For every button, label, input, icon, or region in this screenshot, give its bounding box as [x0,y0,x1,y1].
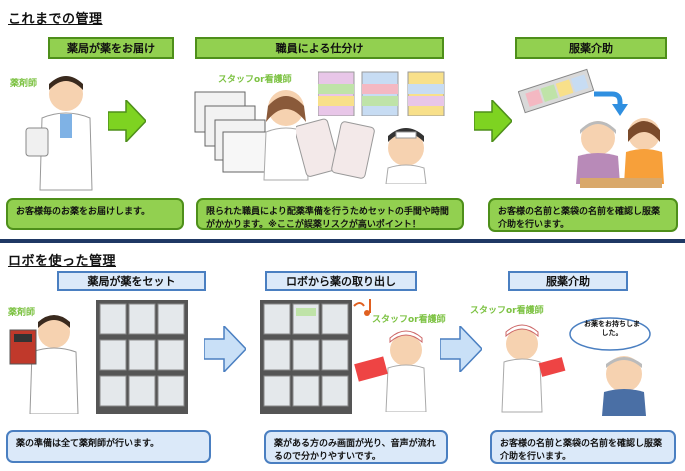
top-step3-desc: お客様の名前と薬袋の名前を確認し服薬介助を行います。 [488,198,678,232]
bottom-section-title: ロボを使った管理 [8,254,117,269]
worried-nurse-illustration [385,128,427,184]
bottom-step2-header: ロボから薬の取り出し [265,271,417,291]
medication-assist-illustration [576,118,664,188]
top-step1-desc: お客様毎のお薬をお届けします。 [6,198,184,230]
medication-sheets-illustration [194,91,272,173]
bottom-staff-robot-label: スタッフor看護師 [372,315,446,325]
section-divider [0,239,685,243]
top-arrow-1 [108,100,146,142]
pharmacist-with-box-illustration [9,315,79,414]
top-step2-header: 職員による仕分け [195,37,444,59]
robot-cabinet-lit-illustration [260,300,352,414]
top-arrow-2 [474,100,512,142]
music-note-icon [353,299,371,316]
bottom-step1-header: 薬局が薬をセット [57,271,206,291]
speech-bubble-text: お薬をお持ちしました。 [584,320,640,338]
nurse-taking-medicine-illustration [354,330,427,412]
bottom-step1-desc: 薬の準備は全て薬剤師が行います。 [6,430,211,463]
bottom-arrow-2 [440,326,482,372]
medication-robot-cabinet-illustration [96,300,188,414]
bottom-pharmacist-label: 薬剤師 [8,308,36,318]
top-step3-header: 服薬介助 [515,37,667,59]
pharmacist-illustration [25,76,93,191]
pill-case-illustration [518,68,595,114]
bottom-arrow-1 [204,326,246,372]
top-pharmacist-label: 薬剤師 [10,79,38,89]
staff-nurse-illustration [263,90,309,181]
care-assist-illustration [501,317,651,416]
top-section-title: これまでの管理 [8,12,103,27]
pill-blister-packs-illustration [296,118,375,179]
bottom-step2-desc: 薬がある方のみ画面が光り、音声が流れるので分かりやすいです。 [264,430,448,464]
bottom-step3-desc: お客様の名前と薬袋の名前を確認し服薬介助を行います。 [490,430,676,464]
pill-organizer-stack-illustration [318,71,445,116]
top-staff-label: スタッフor看護師 [218,75,292,85]
bottom-step3-header: 服薬介助 [508,271,628,291]
curved-arrow-icon [594,91,628,116]
top-step1-header: 薬局が薬をお届け [48,37,174,59]
bottom-staff-assist-label: スタッフor看護師 [470,306,544,316]
top-step2-desc: 限られた職員により配薬準備を行うためセットの手間や時間がかかります。※ここが誤薬… [196,198,464,230]
